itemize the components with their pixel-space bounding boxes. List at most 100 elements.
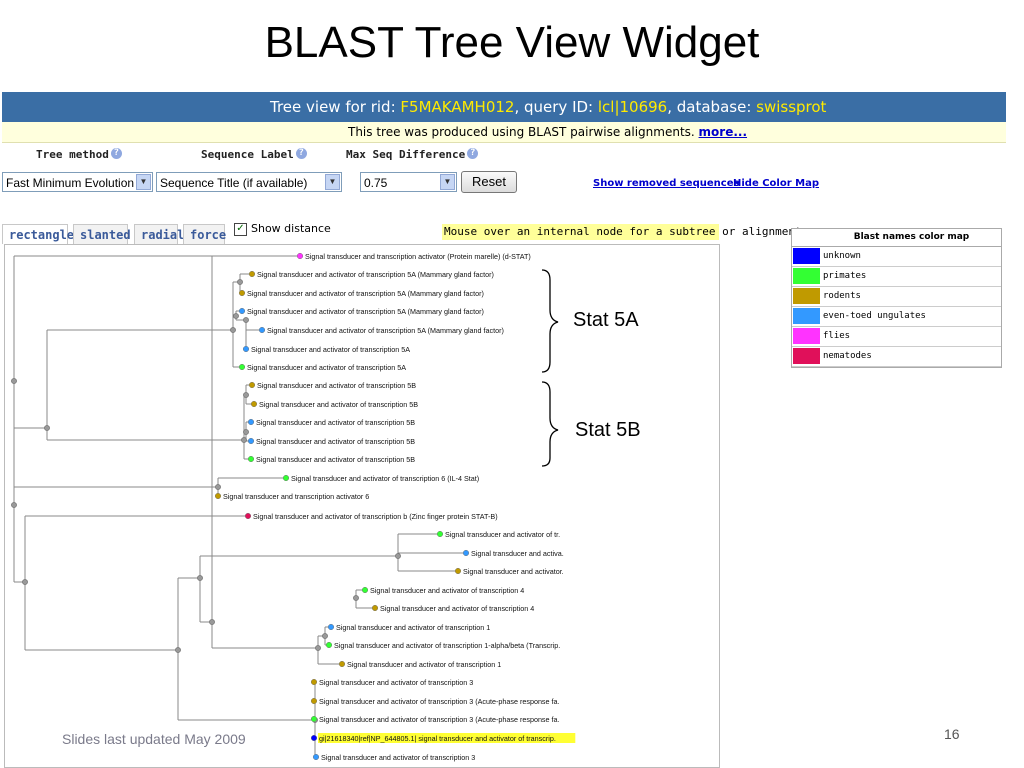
leaf-label[interactable]: Signal transducer and activator of trans… <box>291 474 479 483</box>
internal-node[interactable] <box>215 484 221 490</box>
internal-node[interactable] <box>395 553 401 559</box>
leaf-node[interactable] <box>238 307 246 315</box>
internal-node[interactable] <box>243 429 249 435</box>
tab-slanted[interactable]: slanted <box>73 224 131 244</box>
leaf-node[interactable] <box>310 715 318 723</box>
leaf-label[interactable]: Signal transducer and activator. <box>463 567 564 576</box>
color-swatch <box>793 288 820 304</box>
help-icon[interactable]: ? <box>467 148 479 159</box>
internal-node[interactable] <box>209 619 215 625</box>
leaf-label[interactable]: Signal transducer and activator of trans… <box>347 660 501 669</box>
internal-node[interactable] <box>241 437 247 443</box>
leaf-label[interactable]: Signal transducer and transcription acti… <box>223 492 369 501</box>
internal-node[interactable] <box>11 378 17 384</box>
leaf-label[interactable]: Signal transducer and activator of trans… <box>321 753 475 762</box>
tab-rectangle[interactable]: rectangle <box>2 224 74 244</box>
leaf-label[interactable]: Signal transducer and activator of trans… <box>257 381 416 390</box>
leaf-label[interactable]: Signal transducer and activator of trans… <box>319 715 560 724</box>
internal-node[interactable] <box>230 327 236 333</box>
leaf-node[interactable] <box>247 418 255 426</box>
leaf-label[interactable]: Signal transducer and activator of tr. <box>445 530 560 539</box>
chevron-down-icon[interactable]: ▼ <box>136 174 151 190</box>
leaf-label[interactable]: gi|21618340|ref|NP_644805.1| signal tran… <box>319 734 556 743</box>
leaf-label[interactable]: Signal transducer and activator of trans… <box>370 586 524 595</box>
internal-node[interactable] <box>243 317 249 323</box>
internal-node[interactable] <box>233 313 239 319</box>
leaf-node[interactable] <box>244 512 252 520</box>
leaf-label[interactable]: Signal transducer and activator of trans… <box>247 363 406 372</box>
internal-node[interactable] <box>175 647 181 653</box>
color-map-label: unknown <box>823 251 861 261</box>
leaf-label[interactable]: Signal transducer and activator of trans… <box>247 289 484 298</box>
leaf-node[interactable] <box>310 678 318 686</box>
sequence-label-select[interactable]: Sequence Title (if available) ▼ <box>156 172 342 192</box>
leaf-label[interactable]: Signal transducer and activator of trans… <box>253 512 498 521</box>
leaf-label[interactable]: Signal transducer and activator of trans… <box>267 326 504 335</box>
help-icon[interactable]: ? <box>110 148 122 159</box>
leaf-label[interactable]: Signal transducer and activator of trans… <box>336 623 490 632</box>
show-distance-toggle[interactable]: ✓Show distance <box>234 222 331 236</box>
leaf-label[interactable]: Signal transducer and activator of trans… <box>259 400 418 409</box>
internal-node[interactable] <box>197 575 203 581</box>
leaf-node[interactable] <box>282 474 290 482</box>
leaf-label[interactable]: Signal transducer and activa. <box>471 549 564 558</box>
query-prefix: , query ID: <box>514 98 598 116</box>
leaf-node[interactable] <box>238 289 246 297</box>
leaf-label[interactable]: Signal transducer and activator of trans… <box>380 604 534 613</box>
leaf-label[interactable]: Signal transducer and activator of trans… <box>256 455 415 464</box>
leaf-node[interactable] <box>462 549 470 557</box>
internal-node[interactable] <box>11 502 17 508</box>
internal-node[interactable] <box>353 595 359 601</box>
leaf-label[interactable]: Signal transducer and activator of trans… <box>257 270 494 279</box>
max-seq-diff-select[interactable]: 0.75 ▼ <box>360 172 457 192</box>
tab-radial[interactable]: radial <box>134 224 184 244</box>
show-distance-checkbox[interactable]: ✓ <box>234 222 247 236</box>
tree-method-select[interactable]: Fast Minimum Evolution ▼ <box>2 172 153 192</box>
chevron-down-icon[interactable]: ▼ <box>440 174 455 190</box>
leaf-node[interactable] <box>338 660 346 668</box>
leaf-node[interactable] <box>258 326 266 334</box>
show-removed-sequences-link[interactable]: Show removed sequences <box>593 178 740 189</box>
leaf-label[interactable]: Signal transducer and activator of trans… <box>247 307 484 316</box>
leaf-node[interactable] <box>361 586 369 594</box>
leaf-node[interactable] <box>310 697 318 705</box>
tree-panel[interactable]: Signal transducer and transcription acti… <box>4 244 720 768</box>
leaf-label[interactable]: Signal transducer and activator of trans… <box>256 437 415 446</box>
leaf-label[interactable]: Signal transducer and transcription acti… <box>305 252 531 261</box>
chevron-down-icon[interactable]: ▼ <box>325 174 340 190</box>
leaf-label[interactable]: Signal transducer and activator of trans… <box>256 418 415 427</box>
more-link[interactable]: more... <box>698 125 748 139</box>
internal-node[interactable] <box>44 425 50 431</box>
reset-button[interactable]: Reset <box>461 171 517 193</box>
leaf-label[interactable]: Signal transducer and activator of trans… <box>334 641 560 650</box>
leaf-node[interactable] <box>250 400 258 408</box>
internal-node[interactable] <box>22 579 28 585</box>
leaf-label[interactable]: Signal transducer and activator of trans… <box>319 678 473 687</box>
leaf-label[interactable]: Signal transducer and activator of trans… <box>319 697 560 706</box>
leaf-node[interactable] <box>325 641 333 649</box>
hide-color-map-link[interactable]: Hide Color Map <box>733 178 819 189</box>
leaf-node[interactable] <box>327 623 335 631</box>
leaf-node[interactable] <box>248 270 256 278</box>
leaf-label[interactable]: Signal transducer and activator of trans… <box>251 345 410 354</box>
leaf-node[interactable] <box>296 252 304 260</box>
phylogenetic-tree[interactable]: Signal transducer and transcription acti… <box>5 245 719 767</box>
leaf-node[interactable] <box>248 381 256 389</box>
leaf-node[interactable] <box>242 345 250 353</box>
leaf-node[interactable] <box>371 604 379 612</box>
leaf-node[interactable] <box>436 530 444 538</box>
leaf-node[interactable] <box>238 363 246 371</box>
leaf-node[interactable] <box>454 567 462 575</box>
internal-node[interactable] <box>322 633 328 639</box>
leaf-node[interactable] <box>247 437 255 445</box>
help-icon[interactable]: ? <box>295 148 307 159</box>
leaf-node[interactable] <box>214 492 222 500</box>
tab-force[interactable]: force <box>183 224 226 244</box>
leaf-node[interactable] <box>247 455 255 463</box>
internal-node[interactable] <box>243 392 249 398</box>
leaf-node[interactable] <box>312 753 320 761</box>
internal-node[interactable] <box>237 279 243 285</box>
internal-node[interactable] <box>315 645 321 651</box>
color-map-title: Blast names color map <box>792 229 1001 247</box>
leaf-node[interactable] <box>310 734 318 742</box>
